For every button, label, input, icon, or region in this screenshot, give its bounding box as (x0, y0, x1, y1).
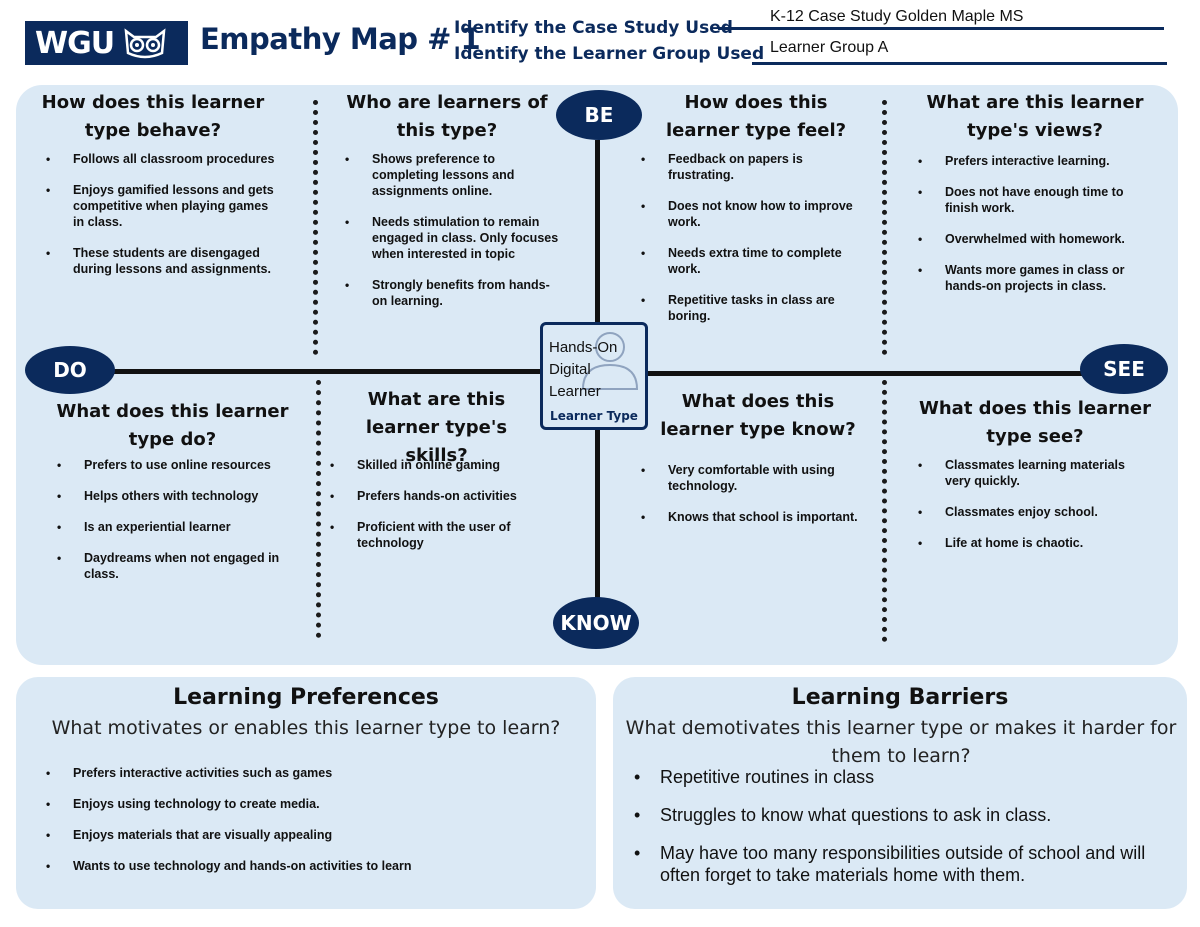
list-item: Does not have enough time to finish work… (918, 184, 1143, 216)
divider-dotted (316, 380, 321, 638)
list-item: Classmates enjoy school. (918, 504, 1143, 520)
list-item: Life at home is chaotic. (918, 535, 1143, 551)
list-item: Proficient with the user of technology (330, 519, 545, 551)
behave-heading: How does this learner type behave? (41, 92, 265, 141)
list-item: Feedback on papers is frustrating. (641, 151, 869, 183)
list-item: Wants more games in class or hands-on pr… (918, 262, 1143, 294)
know-list: Very comfortable with using technology. … (641, 462, 869, 540)
list-item: Skilled in online gaming (330, 457, 545, 473)
views-heading: What are this learner type's views? (926, 92, 1144, 141)
barriers-list: Repetitive routines in class Struggles t… (632, 766, 1152, 902)
axis-line-top (595, 140, 600, 322)
list-item: Prefers to use online resources (57, 457, 287, 473)
preferences-title: Learning Preferences (173, 685, 439, 710)
preferences-subtitle: What motivates or enables this learner t… (51, 717, 561, 739)
list-item: Shows preference to completing lessons a… (345, 151, 560, 199)
axis-line-left (110, 369, 540, 374)
see-label: SEE (1080, 344, 1168, 394)
feel-list: Feedback on papers is frustrating. Does … (641, 151, 869, 339)
views-list: Prefers interactive learning. Does not h… (918, 153, 1143, 309)
divider-dotted (313, 100, 318, 355)
do-heading: What does this learner type do? (56, 401, 289, 450)
list-item: Prefers interactive learning. (918, 153, 1143, 169)
list-item: Needs stimulation to remain engaged in c… (345, 214, 560, 262)
list-item: Prefers interactive activities such as g… (46, 765, 566, 781)
page-title: Empathy Map # 1 (200, 22, 481, 56)
divider-dotted (882, 100, 887, 355)
list-item: Classmates learning materials very quick… (918, 457, 1143, 489)
list-item: Very comfortable with using technology. (641, 462, 869, 494)
learner-group-underline (752, 62, 1167, 65)
wgu-logo: WGU (25, 21, 188, 65)
be-label: BE (556, 90, 642, 140)
list-item: Struggles to know what questions to ask … (632, 804, 1152, 826)
learner-type-name: Hands-On Digital Learner (549, 339, 618, 400)
list-item: Helps others with technology (57, 488, 287, 504)
learner-type-caption: Learner Type (550, 409, 638, 423)
list-item: Does not know how to improve work. (641, 198, 869, 230)
do-list: Prefers to use online resources Helps ot… (57, 457, 287, 597)
list-item: Enjoys gamified lessons and gets competi… (46, 182, 281, 230)
learner-group-prompt: Identify the Learner Group Used (454, 44, 765, 64)
learner-group-value[interactable]: Learner Group A (770, 39, 889, 56)
axis-line-bottom (595, 430, 600, 600)
list-item: Needs extra time to complete work. (641, 245, 869, 277)
case-study-prompt: Identify the Case Study Used (454, 18, 733, 38)
see-heading: What does this learner type see? (919, 398, 1151, 447)
do-label: DO (25, 346, 115, 394)
list-item: Knows that school is important. (641, 509, 869, 525)
know-label: KNOW (553, 597, 639, 649)
list-item: Enjoys using technology to create media. (46, 796, 566, 812)
who-heading: Who are learners of this type? (346, 92, 548, 141)
skills-list: Skilled in online gaming Prefers hands-o… (330, 457, 545, 566)
list-item: Is an experiential learner (57, 519, 287, 535)
list-item: May have too many responsibilities outsi… (632, 842, 1152, 886)
list-item: Prefers hands-on activities (330, 488, 545, 504)
feel-heading: How does this learner type feel? (665, 92, 847, 141)
list-item: Strongly benefits from hands-on learning… (345, 277, 560, 309)
logo-text: WGU (35, 25, 115, 61)
axis-line-right (648, 371, 1083, 376)
list-item: Repetitive routines in class (632, 766, 1152, 788)
know-heading: What does this learner type know? (660, 391, 856, 440)
see-list: Classmates learning materials very quick… (918, 457, 1143, 566)
owl-icon (124, 28, 166, 59)
preferences-list: Prefers interactive activities such as g… (46, 765, 566, 889)
list-item: These students are disengaged during les… (46, 245, 281, 277)
behave-list: Follows all classroom procedures Enjoys … (46, 151, 281, 292)
list-item: Repetitive tasks in class are boring. (641, 292, 869, 324)
list-item: Enjoys materials that are visually appea… (46, 827, 566, 843)
person-icon (581, 332, 639, 390)
learner-type-box: Hands-On Digital Learner Learner Type (540, 322, 648, 430)
list-item: Follows all classroom procedures (46, 151, 281, 167)
case-study-value[interactable]: K-12 Case Study Golden Maple MS (770, 8, 1024, 25)
list-item: Daydreams when not engaged in class. (57, 550, 287, 582)
list-item: Overwhelmed with homework. (918, 231, 1143, 247)
case-study-underline (718, 27, 1164, 30)
barriers-subtitle: What demotivates this learner type or ma… (625, 717, 1177, 767)
divider-dotted (882, 380, 887, 642)
barriers-title: Learning Barriers (791, 685, 1009, 710)
who-list: Shows preference to completing lessons a… (345, 151, 560, 324)
list-item: Wants to use technology and hands-on act… (46, 858, 566, 874)
